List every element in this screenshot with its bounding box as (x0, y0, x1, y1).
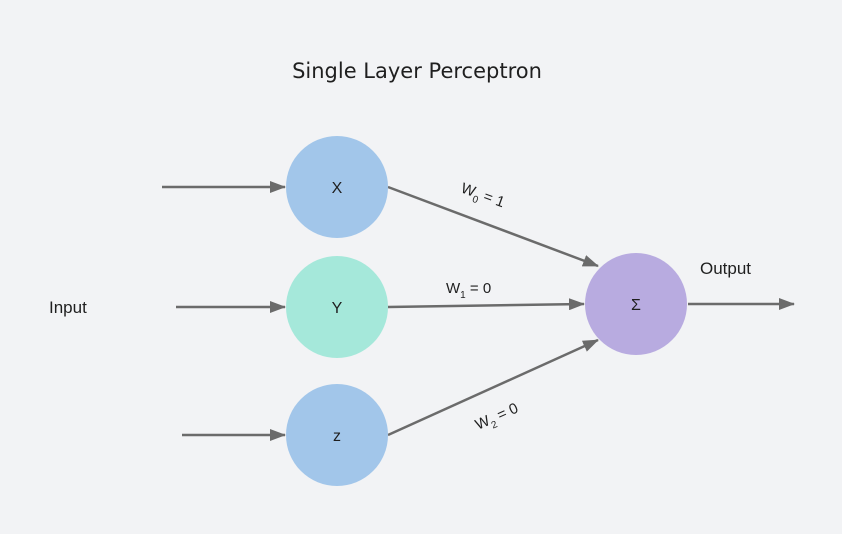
node-y: Y (286, 256, 388, 358)
edge-y-to-sum (387, 298, 585, 311)
node-x: X (286, 136, 388, 238)
sum-symbol-label: Σ (631, 297, 641, 314)
node-z: z (286, 384, 388, 486)
weight-1-value: = 0 (466, 280, 491, 297)
edge-x-to-sum (387, 185, 599, 268)
svg-text:W0 = 1: W0 = 1 (457, 180, 507, 215)
node-x-label: X (332, 180, 343, 197)
node-sum: Σ (585, 253, 687, 355)
input-label: Input (49, 298, 87, 317)
node-z-label: z (333, 428, 341, 445)
svg-text:W2 = 0: W2 = 0 (473, 400, 523, 438)
weight-1-base: W (446, 280, 461, 297)
weight-0-base: W (459, 180, 479, 201)
output-label: Output (700, 259, 751, 278)
weight-label-0: W0 = 1 (457, 180, 507, 215)
weight-label-1: W1 = 0 (446, 280, 491, 301)
diagram-title: Single Layer Perceptron (292, 59, 542, 83)
weight-2-value: = 0 (491, 400, 521, 426)
edge-z-to-sum (387, 338, 599, 437)
weight-1-subscript: 1 (460, 290, 466, 301)
weight-label-2: W2 = 0 (473, 400, 523, 438)
weight-0-subscript: 0 (471, 194, 480, 206)
svg-text:W1 = 0: W1 = 0 (446, 280, 491, 301)
node-y-label: Y (332, 300, 343, 317)
weight-0-value: = 1 (477, 187, 507, 212)
weight-2-subscript: 2 (490, 419, 500, 431)
